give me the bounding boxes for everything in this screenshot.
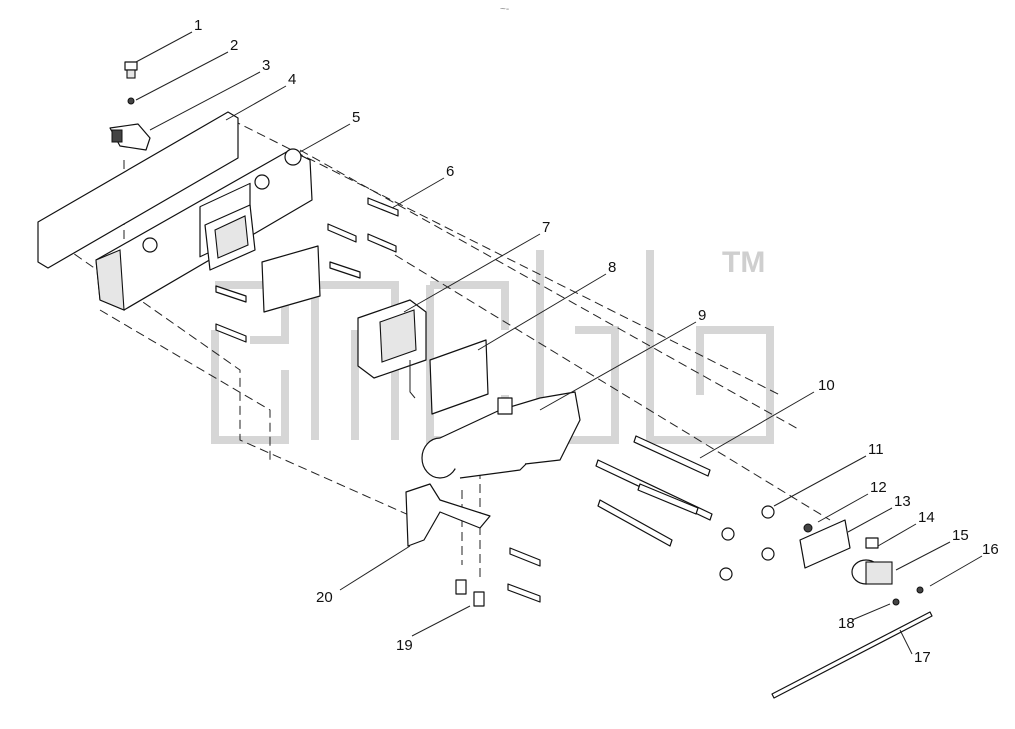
callout-19: 19 (396, 637, 413, 654)
watermark-logo: TM (211, 246, 774, 444)
part-20-bracket (405, 483, 541, 603)
part-5-exhaust-manifold (95, 148, 313, 311)
callout-13: 13 (894, 493, 911, 510)
callout-15: 15 (952, 527, 969, 544)
callout-9: 9 (698, 307, 706, 324)
callout-16: 16 (982, 541, 999, 558)
part-14-bolt (865, 537, 879, 549)
part-2-washer (127, 97, 135, 105)
callout-8: 8 (608, 259, 616, 276)
plate-gasket (261, 245, 321, 313)
watermark-trademark: TM (722, 246, 765, 279)
part-4-gasket (37, 111, 239, 269)
part-6-bolts (215, 197, 399, 343)
callout-5: 5 (352, 109, 360, 126)
callout-2: 2 (230, 37, 238, 54)
part-3-sensor (109, 123, 151, 151)
part-7-cover (357, 299, 427, 399)
assembly-lines (39, 119, 831, 580)
part-16-screw (916, 586, 924, 594)
callout-leaders (135, 31, 983, 655)
callout-1: 1 (194, 17, 202, 34)
part-17-rod (771, 611, 933, 699)
part-12-washer (803, 523, 813, 533)
callout-3: 3 (262, 57, 270, 74)
callout-numbers: 1 2 3 4 5 6 7 8 9 10 11 12 13 14 15 16 1… (194, 17, 999, 666)
callout-4: 4 (288, 71, 296, 88)
callout-12: 12 (870, 479, 887, 496)
part-8-gasket (429, 339, 489, 415)
nuts (719, 505, 775, 581)
part-19-bolts (455, 579, 485, 607)
part-18-washer (892, 598, 900, 606)
part-10-studs (595, 435, 713, 547)
callout-14: 14 (918, 509, 935, 526)
callout-11: 11 (868, 441, 884, 458)
callout-10: 10 (818, 377, 835, 394)
part-15-solenoid (851, 559, 893, 585)
part-1-bolt (124, 61, 138, 79)
part-9-pipe (421, 391, 581, 479)
callout-20: 20 (316, 589, 333, 606)
part-13-plate (799, 519, 851, 569)
callout-18: 18 (838, 615, 855, 632)
callout-7: 7 (542, 219, 550, 236)
top-mark: ~- (500, 4, 509, 15)
callout-6: 6 (446, 163, 454, 180)
callout-17: 17 (914, 649, 931, 666)
